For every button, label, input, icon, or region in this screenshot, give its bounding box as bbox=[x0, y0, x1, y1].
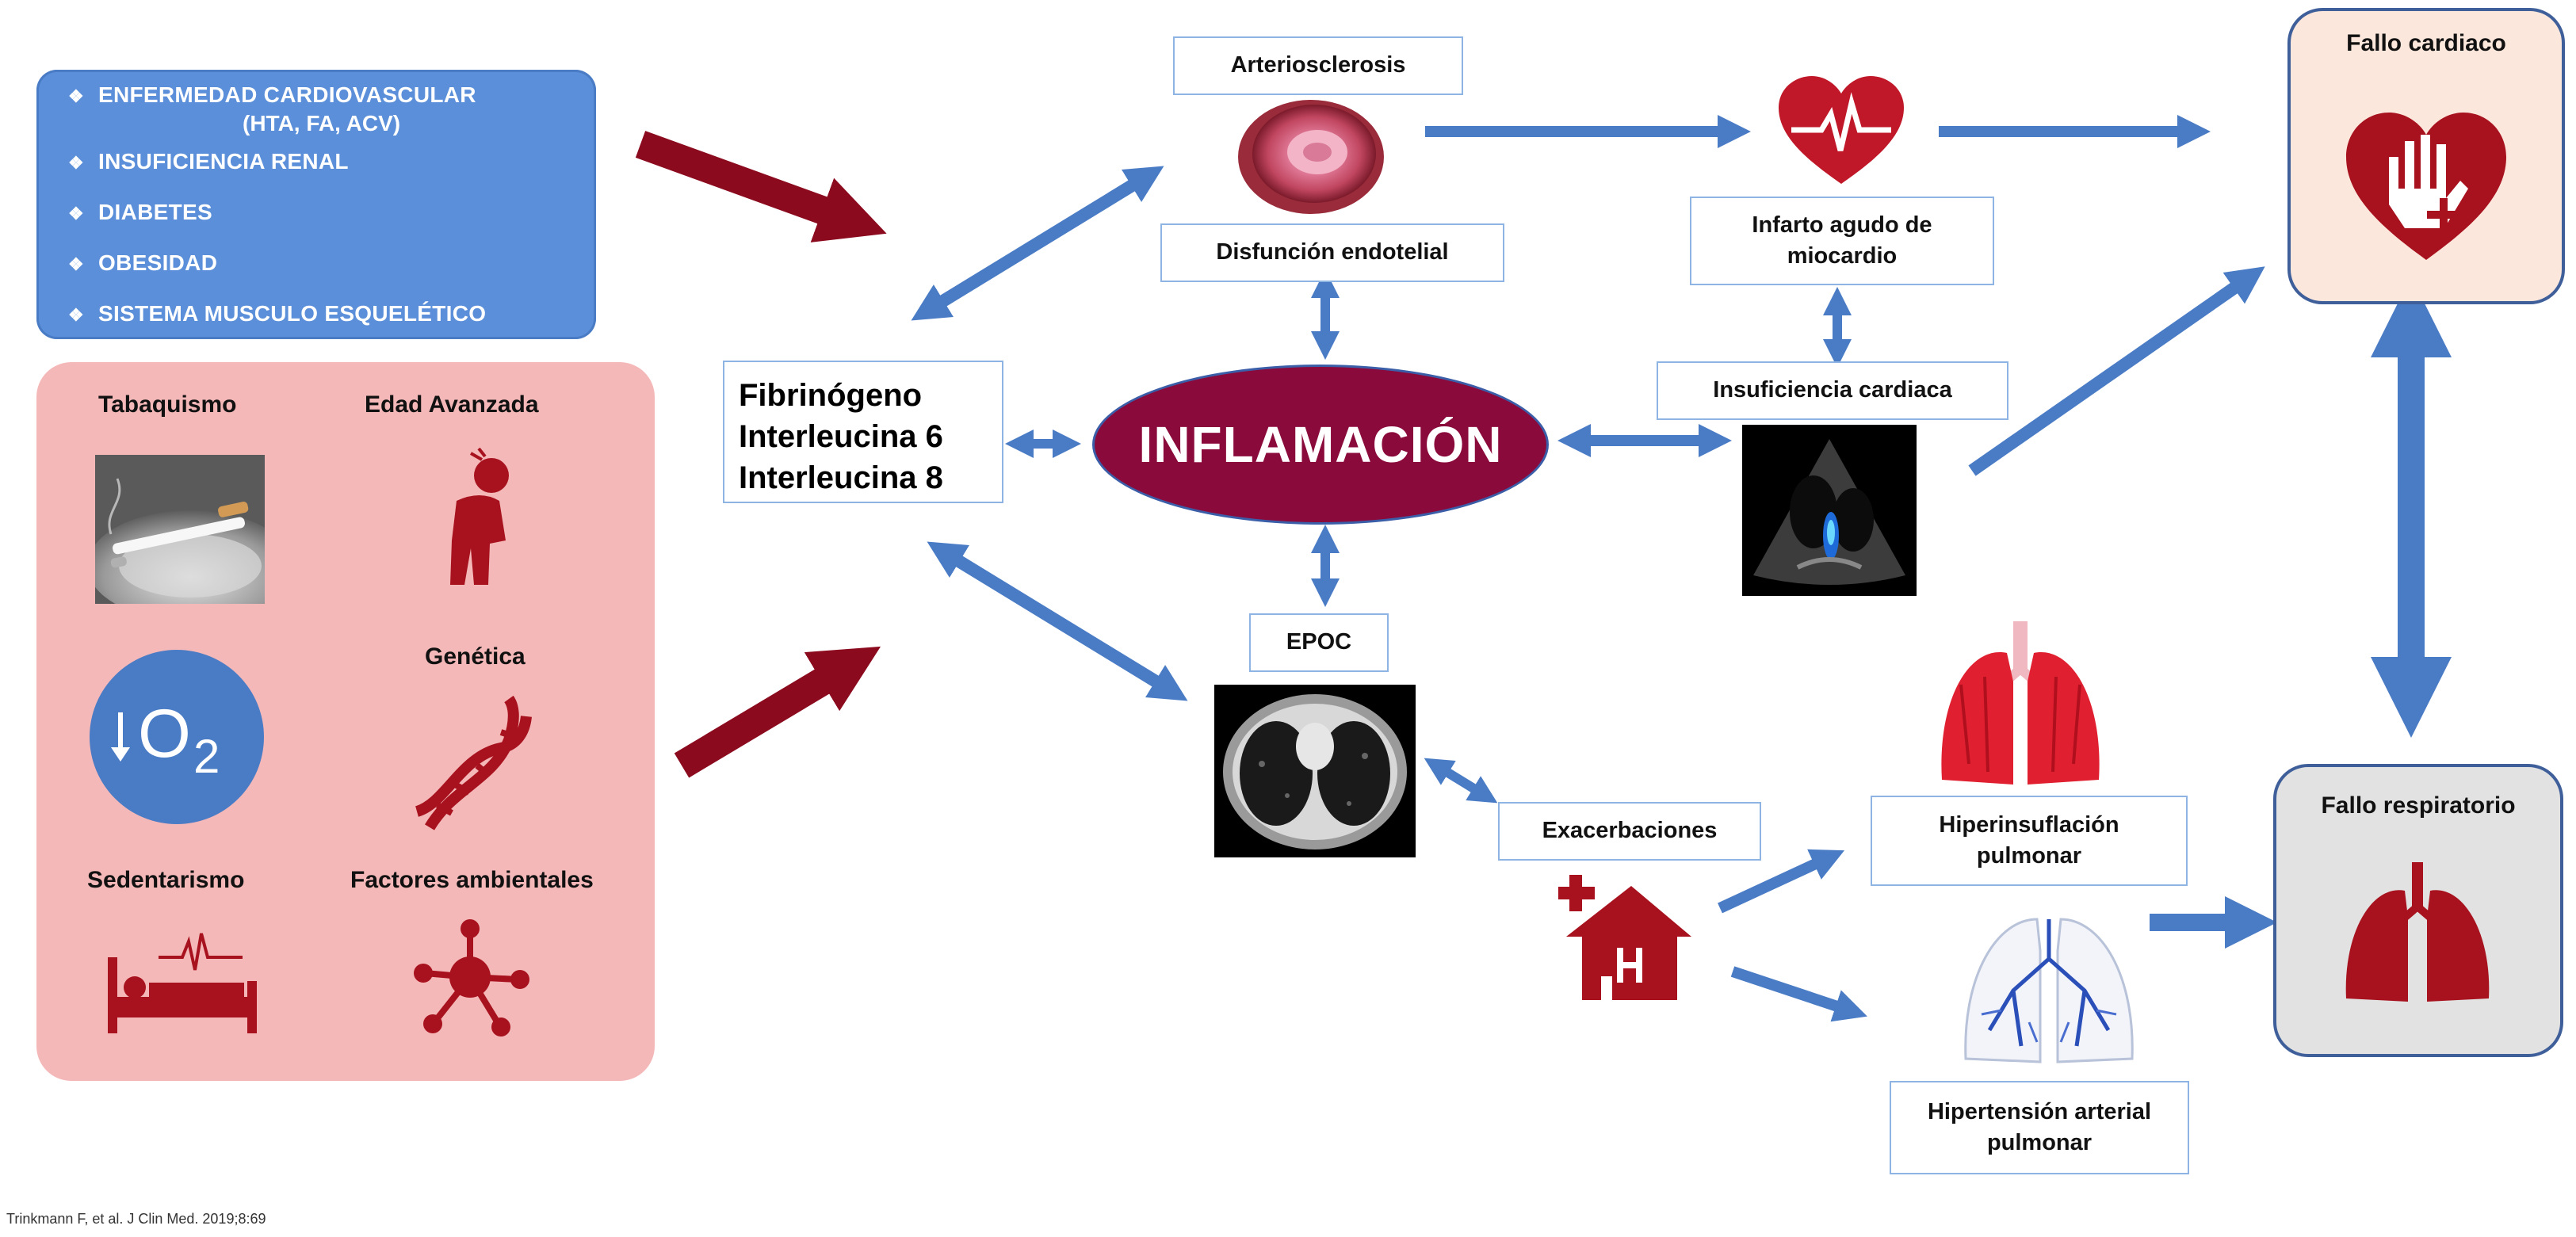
infarto-line2: miocardio bbox=[1787, 243, 1898, 269]
arrow-epoc-exacerbaciones bbox=[1424, 758, 1498, 804]
hiperinsuflacion-line2: pulmonar bbox=[1976, 843, 2082, 869]
marker-interleucina-8: Interleucina 8 bbox=[739, 460, 943, 495]
comorbidity-cardiovascular-detail: (HTA, FA, ACV) bbox=[243, 111, 401, 136]
fallo-cardiaco-title: Fallo cardiaco bbox=[2346, 30, 2506, 56]
disfuncion-endotelial-box: Disfunción endotelial bbox=[1160, 223, 1504, 282]
low-oxygen-icon: O 2 bbox=[90, 650, 264, 824]
comorbidity-diabetes: ❖DIABETES bbox=[68, 200, 213, 224]
oxygen-symbol: O bbox=[138, 696, 191, 772]
arrow-markers-arterio bbox=[911, 166, 1164, 321]
arrow-insuficiencia-fallo-cardiaco bbox=[1968, 266, 2265, 476]
arteriosclerosis-box: Arteriosclerosis bbox=[1173, 36, 1463, 95]
diamond-bullet-icon: ❖ bbox=[68, 204, 85, 223]
diamond-bullet-icon: ❖ bbox=[68, 254, 85, 274]
exacerbaciones-box: Exacerbaciones bbox=[1498, 802, 1761, 861]
fallo-respiratorio-title: Fallo respiratorio bbox=[2321, 792, 2516, 819]
fallo-cardiaco-panel: Fallo cardiaco bbox=[2287, 8, 2565, 304]
citation: Trinkmann F, et al. J Clin Med. 2019;8:6… bbox=[6, 1211, 266, 1227]
molecule-icon bbox=[414, 919, 529, 1037]
hospital-icon bbox=[1558, 875, 1691, 1000]
pulmonary-vessels-icon bbox=[1964, 918, 2134, 1063]
oxygen-subscript: 2 bbox=[193, 730, 220, 783]
arrow-exacerbaciones-hipertension bbox=[1730, 966, 1867, 1022]
comorbidity-obesity: ❖OBESIDAD bbox=[68, 250, 218, 275]
label-factores-ambientales: Factores ambientales bbox=[350, 867, 594, 893]
label-edad-avanzada: Edad Avanzada bbox=[365, 391, 539, 418]
comorbidities-panel: ❖ENFERMEDAD CARDIOVASCULAR (HTA, FA, ACV… bbox=[36, 70, 596, 339]
label-sedentarismo: Sedentarismo bbox=[87, 867, 245, 893]
bed-icon bbox=[108, 933, 257, 1033]
fallo-respiratorio-panel: Fallo respiratorio bbox=[2273, 764, 2563, 1057]
comorbidity-renal: ❖INSUFICIENCIA RENAL bbox=[68, 149, 349, 174]
heart-hand-icon bbox=[2346, 113, 2506, 260]
hipertension-line2: pulmonar bbox=[1986, 1130, 2093, 1155]
hiperinsuflacion-box: Hiperinsuflación pulmonar bbox=[1871, 796, 2188, 886]
inflammatory-markers-box: Fibrinógeno Interleucina 6 Interleucina … bbox=[723, 361, 1003, 503]
lungs-icon bbox=[2345, 862, 2490, 1002]
comorbidity-cardiovascular: ❖ENFERMEDAD CARDIOVASCULAR bbox=[68, 82, 476, 107]
cigarette-ashtray-photo bbox=[95, 455, 265, 604]
hipertension-line1: Hipertensión arterial bbox=[1927, 1098, 2152, 1124]
comorbidity-musculoskeletal: ❖SISTEMA MUSCULO ESQUELÉTICO bbox=[68, 301, 487, 326]
arrow-comorbidities-to-markers bbox=[635, 131, 887, 242]
artery-cross-section-image bbox=[1238, 100, 1384, 214]
elderly-person-icon bbox=[450, 447, 509, 585]
hyperinflated-lungs-icon bbox=[1941, 621, 2100, 785]
infarto-line1: Infarto agudo de bbox=[1752, 212, 1932, 238]
arrow-lifestyle-to-markers bbox=[674, 646, 881, 778]
inflammation-node: INFLAMACIÓN bbox=[1092, 365, 1549, 525]
echocardiogram-image bbox=[1742, 425, 1917, 596]
heart-rate-icon bbox=[1779, 76, 1904, 184]
arrow-exacerbaciones-hiperinsuflacion bbox=[1718, 849, 1845, 914]
marker-interleucina-6: Interleucina 6 bbox=[739, 419, 943, 454]
dna-helix-icon bbox=[415, 695, 532, 830]
arrow-markers-epoc bbox=[927, 541, 1188, 701]
marker-fibrinogeno: Fibrinógeno bbox=[739, 378, 923, 413]
epoc-box: EPOC bbox=[1249, 613, 1389, 672]
insuficiencia-cardiaca-box: Insuficiencia cardiaca bbox=[1657, 361, 2008, 420]
hiperinsuflacion-line1: Hiperinsuflación bbox=[1939, 811, 2119, 838]
hipertension-box: Hipertensión arterial pulmonar bbox=[1890, 1081, 2189, 1174]
label-tabaquismo: Tabaquismo bbox=[98, 391, 237, 418]
diamond-bullet-icon: ❖ bbox=[68, 86, 85, 106]
label-genetica: Genética bbox=[425, 643, 526, 670]
lung-ct-scan-image bbox=[1214, 685, 1416, 857]
infarto-box: Infarto agudo de miocardio bbox=[1690, 197, 1994, 285]
diamond-bullet-icon: ❖ bbox=[68, 305, 85, 325]
diamond-bullet-icon: ❖ bbox=[68, 153, 85, 173]
